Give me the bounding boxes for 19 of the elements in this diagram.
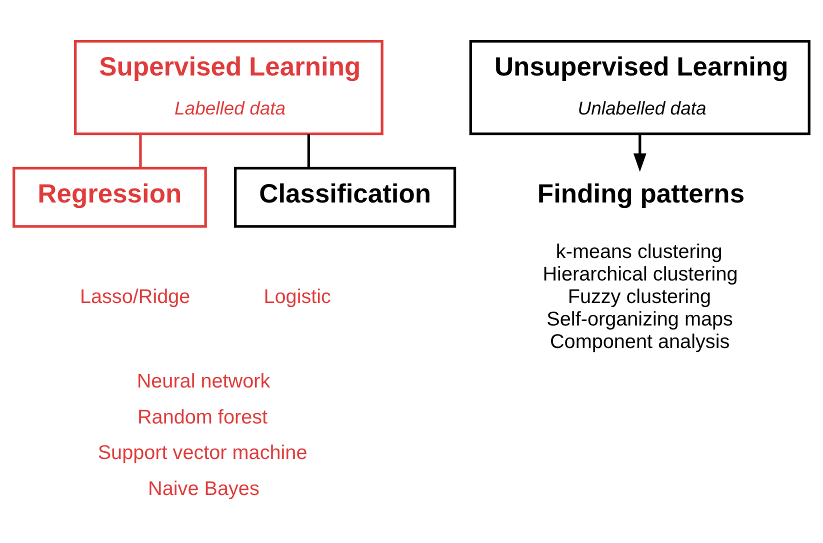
node-box: Supervised Learning Labelled data [74,39,384,135]
node-box: Classification [234,166,456,228]
arrow [633,134,646,172]
label: Naive Bayes [148,477,260,500]
node-label: Fuzzy clustering [568,286,712,308]
connector [307,134,310,168]
node-label: Logistic [264,286,331,308]
node-label: Hierarchical clustering [542,263,738,286]
connector [139,134,142,168]
label: Random forest [137,406,268,428]
node-label: Self-organizing maps [546,308,733,330]
node-label: Component analysis [550,330,730,353]
node-label: Lasso/Ridge [80,286,190,308]
node-label: k-means clustering [556,240,722,263]
label: Neural network [136,370,270,392]
node-box: Unsupervised Learning Unlabelled data [469,39,810,135]
label: Support vector machine [98,442,308,464]
node-text: Finding patterns [537,178,745,208]
node-box: Regression [12,166,207,228]
